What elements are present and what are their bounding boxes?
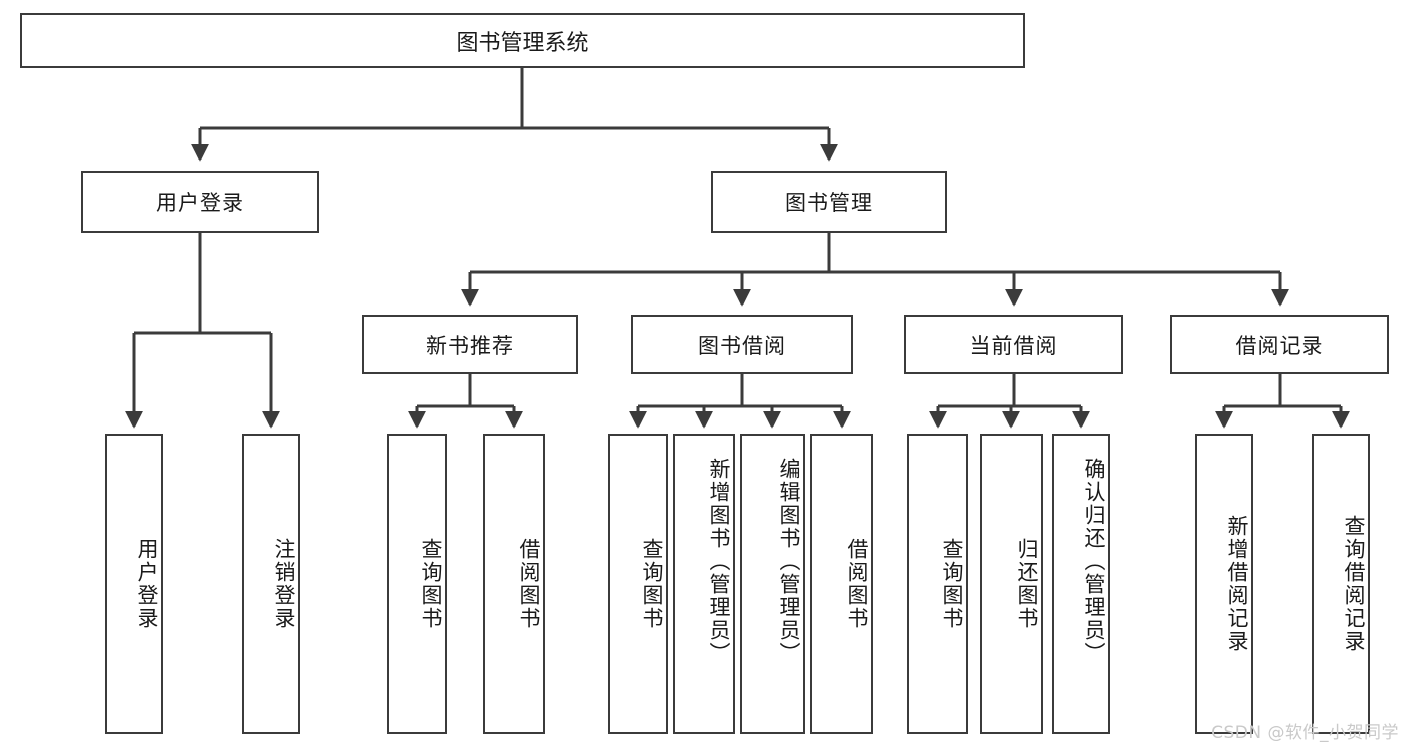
- node-label: 当前借阅: [969, 333, 1058, 358]
- leaf-label: 编辑图书（管理员）: [777, 458, 801, 665]
- node-book-borrow[interactable]: 图书借阅: [631, 315, 853, 374]
- node-label: 新书推荐: [426, 333, 514, 358]
- leaf-borrow-book[interactable]: 借阅图书: [810, 434, 873, 734]
- node-new-book-recommend[interactable]: 新书推荐: [362, 315, 578, 374]
- node-label: 图书管理: [785, 191, 873, 215]
- node-current-borrow[interactable]: 当前借阅: [904, 315, 1123, 374]
- leaf-label: 查询借阅记录: [1342, 515, 1366, 653]
- leaf-borrow-book-newbook[interactable]: 借阅图书: [483, 434, 545, 734]
- leaf-label: 查询图书: [640, 538, 664, 630]
- leaf-label: 借阅图书: [845, 538, 869, 630]
- leaf-query-book-current[interactable]: 查询图书: [907, 434, 968, 734]
- watermark-text: CSDN @软件_小贺同学: [1211, 723, 1399, 743]
- leaf-return-book[interactable]: 归还图书: [980, 434, 1043, 734]
- leaf-logout[interactable]: 注销登录: [242, 434, 300, 734]
- leaf-label: 查询图书: [940, 538, 964, 630]
- node-root-book-management-system[interactable]: 图书管理系统: [20, 13, 1025, 68]
- leaf-query-book-newbook[interactable]: 查询图书: [387, 434, 447, 734]
- node-book-management[interactable]: 图书管理: [711, 171, 947, 233]
- leaf-add-borrow-record[interactable]: 新增借阅记录: [1195, 434, 1253, 734]
- leaf-query-book-borrow[interactable]: 查询图书: [608, 434, 668, 734]
- node-label: 图书借阅: [698, 333, 786, 358]
- leaf-edit-book-admin[interactable]: 编辑图书（管理员）: [740, 434, 805, 734]
- node-borrow-record[interactable]: 借阅记录: [1170, 315, 1389, 374]
- node-label: 借阅记录: [1235, 333, 1324, 358]
- leaf-query-borrow-record[interactable]: 查询借阅记录: [1312, 434, 1370, 734]
- leaf-label: 新增图书（管理员）: [707, 458, 731, 665]
- node-label: 图书管理系统: [456, 30, 589, 56]
- leaf-label: 确认归还（管理员）: [1082, 458, 1106, 665]
- node-user-login[interactable]: 用户登录: [81, 171, 319, 233]
- leaf-label: 查询图书: [419, 538, 443, 630]
- leaf-user-login[interactable]: 用户登录: [105, 434, 163, 734]
- leaf-label: 借阅图书: [517, 538, 541, 630]
- node-label: 用户登录: [156, 191, 244, 215]
- leaf-confirm-return-admin[interactable]: 确认归还（管理员）: [1052, 434, 1110, 734]
- leaf-label: 用户登录: [135, 538, 159, 630]
- leaf-label: 归还图书: [1015, 538, 1039, 630]
- leaf-label: 新增借阅记录: [1225, 515, 1249, 653]
- leaf-label: 注销登录: [272, 538, 296, 630]
- leaf-add-book-admin[interactable]: 新增图书（管理员）: [673, 434, 735, 734]
